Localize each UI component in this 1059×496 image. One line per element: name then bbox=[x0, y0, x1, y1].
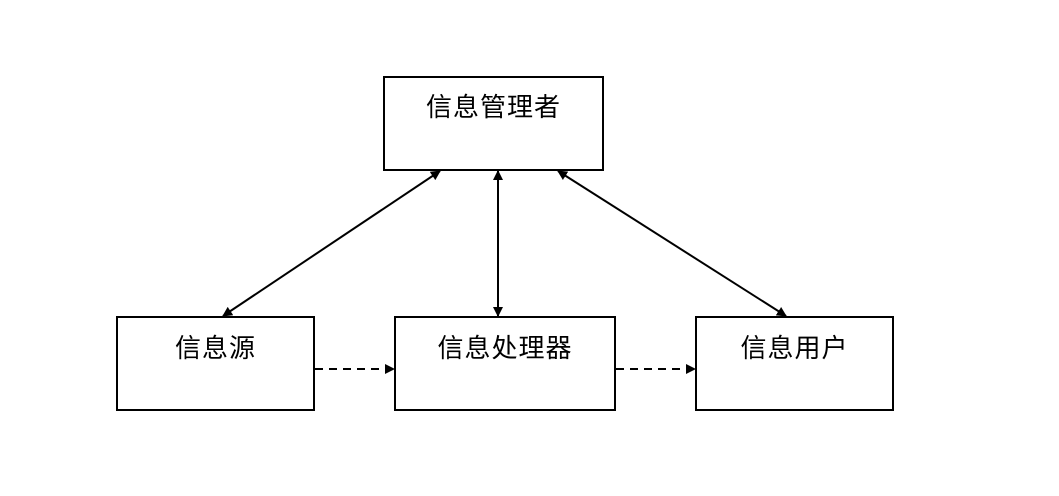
node-info-manager: 信息管理者 bbox=[383, 76, 604, 171]
node-info-user: 信息用户 bbox=[695, 316, 894, 411]
node-info-user-label: 信息用户 bbox=[740, 334, 849, 364]
node-info-processor: 信息处理器 bbox=[394, 316, 616, 411]
edge-manager-user bbox=[557, 170, 787, 317]
node-info-source-label: 信息源 bbox=[174, 334, 256, 364]
node-info-processor-label: 信息处理器 bbox=[437, 334, 573, 364]
node-info-manager-label: 信息管理者 bbox=[425, 93, 561, 123]
node-info-source: 信息源 bbox=[116, 316, 315, 411]
edge-manager-source bbox=[222, 170, 441, 317]
